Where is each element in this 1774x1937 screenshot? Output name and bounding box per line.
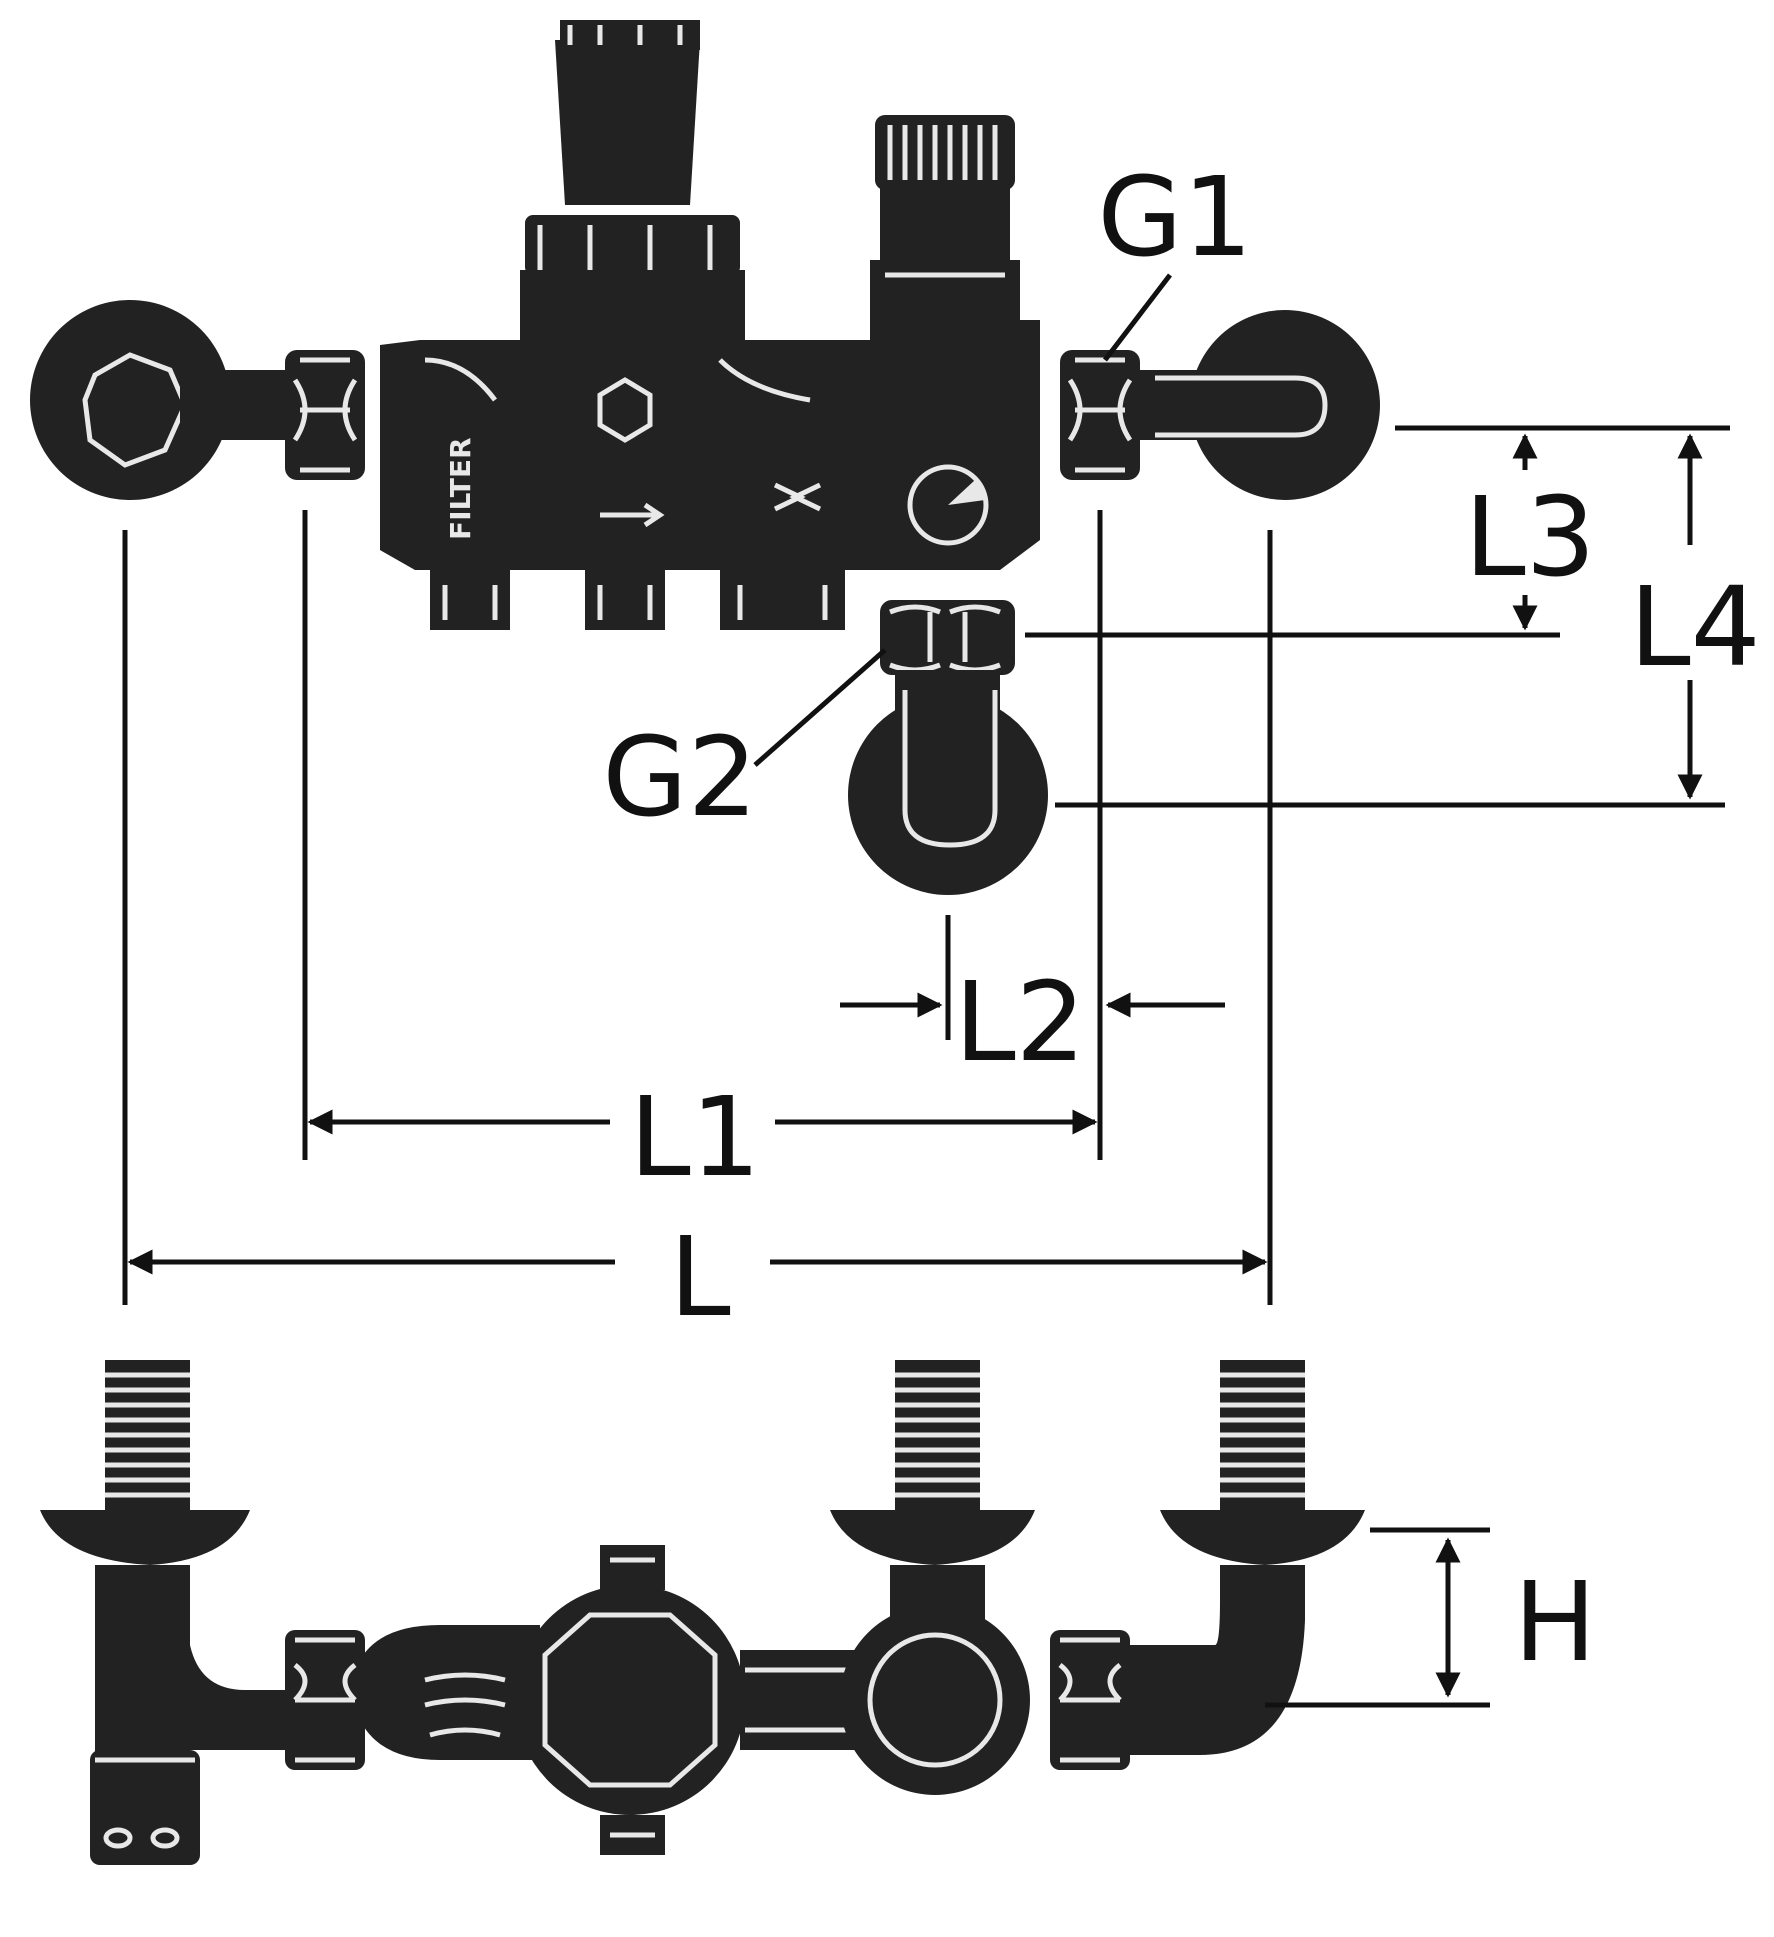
g2-label: G2 (602, 713, 757, 841)
dimensions: L L1 L2 L3 L4 G1 G2 (122, 153, 1761, 1341)
dim-h: H (1265, 1527, 1597, 1708)
middle-thread-stub (895, 1360, 980, 1510)
right-flange-top (1190, 310, 1380, 500)
left-thread-stub (105, 1360, 190, 1510)
g1-label: G1 (1097, 153, 1252, 281)
dim-l4-label: L4 (1629, 563, 1760, 691)
dim-l1-label: L1 (629, 1073, 760, 1201)
main-body-side (360, 1625, 540, 1760)
right-union-nut-top (1060, 350, 1140, 480)
dim-l2-label: L2 (954, 958, 1085, 1086)
dim-l-label: L (669, 1213, 730, 1341)
right-thread-stub (1220, 1360, 1305, 1510)
main-body-top (380, 270, 1040, 570)
dim-h-label: H (1514, 1558, 1597, 1686)
center-octagon-housing (515, 1585, 745, 1815)
lower-union-nut-top (880, 600, 1015, 675)
filter-label: FILTER (444, 437, 477, 540)
top-view: FILTER (30, 20, 1380, 895)
lower-flange-top (848, 695, 1048, 895)
left-flange-top (30, 300, 230, 500)
g1-leader (1103, 273, 1172, 362)
side-view (40, 1360, 1365, 1865)
dim-l3-label: L3 (1464, 473, 1595, 601)
left-union-nut-top (285, 350, 365, 480)
g2-leader (753, 648, 887, 767)
